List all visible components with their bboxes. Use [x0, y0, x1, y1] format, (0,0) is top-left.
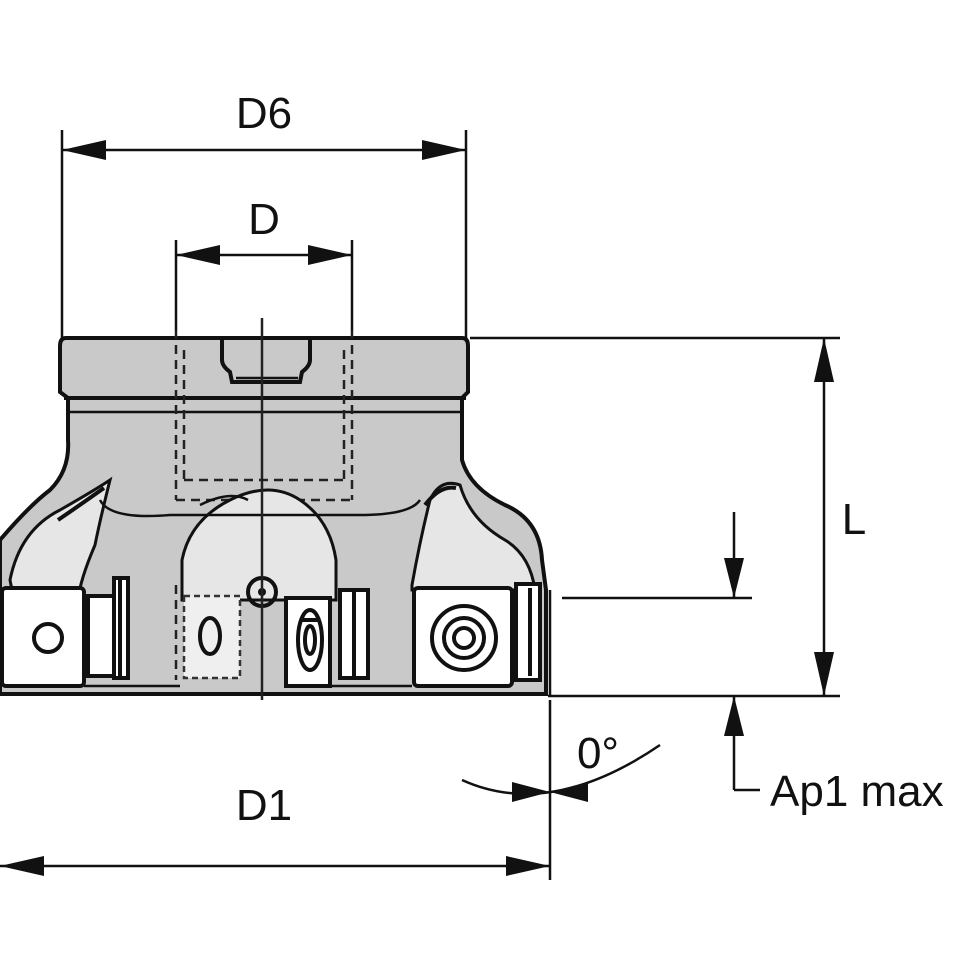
dimension-l: L [470, 336, 866, 698]
label-d1: D1 [236, 781, 292, 830]
clamp-center-right [338, 588, 370, 680]
insert-center [284, 596, 332, 688]
label-d6: D6 [236, 89, 292, 138]
insert-right [412, 582, 542, 688]
label-angle: 0° [577, 729, 619, 778]
dimension-d6: D6 [60, 89, 468, 338]
label-l: L [842, 495, 866, 544]
insert-center-left [182, 594, 242, 680]
label-d: D [248, 195, 280, 244]
dimension-ap1-max: Ap1 max [562, 512, 944, 816]
insert-left [0, 586, 86, 688]
dimension-d1: D1 [0, 781, 550, 876]
dimension-d: D [174, 195, 354, 330]
lead-angle: 0° [461, 590, 661, 880]
label-ap1-max: Ap1 max [770, 767, 944, 816]
chip-pockets [8, 476, 537, 602]
inserts [0, 576, 542, 688]
clamp-left [86, 576, 130, 680]
